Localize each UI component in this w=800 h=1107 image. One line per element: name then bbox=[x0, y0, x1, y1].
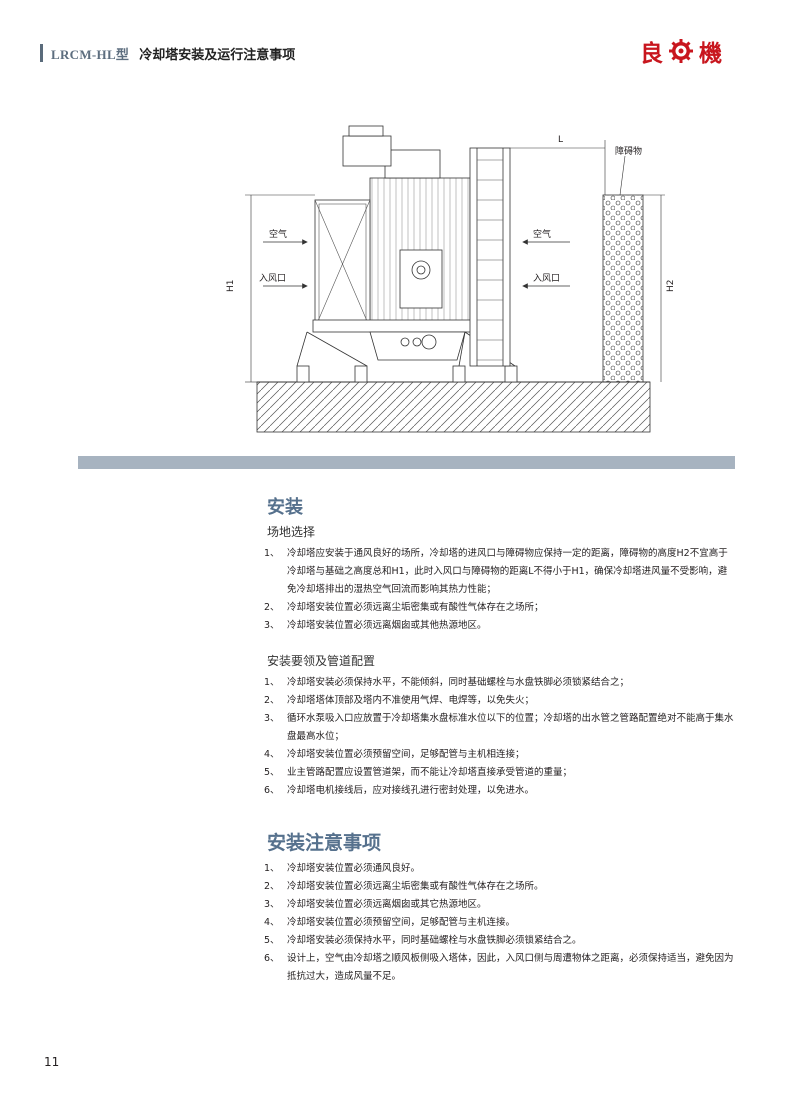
list-item: 1、冷却塔安装位置必须通风良好。 bbox=[264, 860, 734, 878]
list-item: 1、冷却塔应安装于通风良好的场所，冷却塔的进风口与障碍物应保持一定的距离，障碍物… bbox=[264, 545, 734, 599]
item-number: 5、 bbox=[264, 767, 280, 778]
item-text: 业主管路配置应设置管道架，而不能让冷却塔直接承受管道的重量； bbox=[287, 767, 573, 778]
model-label: LRCM-HL型 bbox=[51, 46, 130, 62]
list-item: 2、冷却塔安装位置必须远离尘垢密集或有酸性气体存在之场所； bbox=[264, 599, 734, 617]
item-text: 冷却塔安装必须保持水平，不能倾斜，同时基础螺栓与水盘铁脚必须锁紧结合之； bbox=[287, 677, 630, 688]
obstacle-label: 障碍物 bbox=[615, 145, 642, 157]
airflow-arrows bbox=[263, 239, 570, 289]
cooling-tower bbox=[296, 125, 516, 367]
list-item: 5、业主管路配置应设置管道架，而不能让冷却塔直接承受管道的重量； bbox=[264, 764, 734, 782]
item-number: 2、 bbox=[264, 881, 280, 892]
list-item: 2、冷却塔塔体顶部及塔内不准使用气焊、电焊等，以免失火； bbox=[264, 692, 734, 710]
item-number: 4、 bbox=[264, 749, 280, 760]
page-header: LRCM-HL型 冷却塔安装及运行注意事项 bbox=[40, 42, 295, 64]
item-number: 3、 bbox=[264, 899, 280, 910]
height-h2-label: H2 bbox=[666, 280, 675, 293]
section-divider-band bbox=[78, 456, 735, 469]
notes-list: 1、冷却塔安装位置必须通风良好。2、冷却塔安装位置必须远离尘垢密集或有酸性气体存… bbox=[264, 860, 734, 986]
list-item: 3、循环水泵吸入口应放置于冷却塔集水盘标准水位以下的位置；冷却塔的出水管之管路配… bbox=[264, 710, 734, 746]
obstacle-wall bbox=[602, 194, 644, 383]
item-text: 冷却塔安装位置必须远离烟囱或其他热源地区。 bbox=[287, 620, 487, 631]
logo-left-char: 良 bbox=[640, 41, 663, 67]
gear-logo-icon bbox=[669, 39, 693, 63]
item-number: 2、 bbox=[264, 695, 280, 706]
cooling-tower-installation-diagram: 障碍物 空气 入风口 空气 入风口 L H1 H2 bbox=[226, 125, 675, 433]
notes-title: 安装注意事项 bbox=[267, 832, 382, 854]
item-text: 冷却塔安装位置必须远离烟囱或其它热源地区。 bbox=[287, 899, 487, 910]
distance-l-label: L bbox=[558, 135, 563, 145]
item-text: 冷却塔应安装于通风良好的场所，冷却塔的进风口与障碍物应保持一定的距离，障碍物的高… bbox=[287, 548, 728, 595]
item-number: 6、 bbox=[264, 785, 280, 796]
list-item: 5、冷却塔安装必须保持水平，同时基础螺栓与水盘铁脚必须锁紧结合之。 bbox=[264, 932, 734, 950]
item-number: 3、 bbox=[264, 620, 280, 631]
list-item: 1、冷却塔安装必须保持水平，不能倾斜，同时基础螺栓与水盘铁脚必须锁紧结合之； bbox=[264, 674, 734, 692]
base-pads bbox=[296, 365, 518, 383]
ground-foundation bbox=[256, 381, 651, 433]
item-number: 3、 bbox=[264, 713, 280, 724]
item-text: 冷却塔塔体顶部及塔内不准使用气焊、电焊等，以免失火； bbox=[287, 695, 535, 706]
list-item: 4、冷却塔安装位置必须预留空间，足够配管与主机相连接； bbox=[264, 746, 734, 764]
essentials-list: 1、冷却塔安装必须保持水平，不能倾斜，同时基础螺栓与水盘铁脚必须锁紧结合之；2、… bbox=[264, 674, 734, 800]
header-title: 冷却塔安装及运行注意事项 bbox=[139, 47, 296, 63]
item-text: 循环水泵吸入口应放置于冷却塔集水盘标准水位以下的位置；冷却塔的出水管之管路配置绝… bbox=[287, 713, 734, 742]
air-label-left: 空气 bbox=[269, 228, 287, 240]
list-item: 3、冷却塔安装位置必须远离烟囱或其他热源地区。 bbox=[264, 617, 734, 635]
install-title: 安装 bbox=[267, 497, 303, 518]
item-text: 冷却塔安装位置必须远离尘垢密集或有酸性气体存在之场所； bbox=[287, 602, 544, 613]
site-selection-title: 场地选择 bbox=[267, 525, 316, 539]
logo-right-char: 機 bbox=[699, 41, 722, 67]
item-text: 设计上，空气由冷却塔之顺风板侧吸入塔体，因此，入风口侧与周遭物体之距离，必须保持… bbox=[287, 953, 734, 982]
item-number: 1、 bbox=[264, 863, 280, 874]
item-text: 冷却塔安装位置必须通风良好。 bbox=[287, 863, 421, 874]
inlet-label-right: 入风口 bbox=[533, 273, 560, 284]
item-number: 4、 bbox=[264, 917, 280, 928]
item-number: 1、 bbox=[264, 548, 280, 559]
item-text: 冷却塔安装位置必须预留空间，足够配管与主机连接。 bbox=[287, 917, 516, 928]
item-number: 1、 bbox=[264, 677, 280, 688]
inlet-label-left: 入风口 bbox=[259, 273, 286, 284]
item-number: 6、 bbox=[264, 953, 280, 964]
list-item: 4、冷却塔安装位置必须预留空间，足够配管与主机连接。 bbox=[264, 914, 734, 932]
page-number: 11 bbox=[44, 1055, 60, 1069]
item-text: 冷却塔安装必须保持水平，同时基础螺栓与水盘铁脚必须锁紧结合之。 bbox=[287, 935, 582, 946]
site-selection-list: 1、冷却塔应安装于通风良好的场所，冷却塔的进风口与障碍物应保持一定的距离，障碍物… bbox=[264, 545, 734, 635]
list-item: 2、冷却塔安装位置必须远离尘垢密集或有酸性气体存在之场所。 bbox=[264, 878, 734, 896]
essentials-title: 安装要领及管道配置 bbox=[267, 654, 376, 668]
item-text: 冷却塔电机接线后，应对接线孔进行密封处理，以免进水。 bbox=[287, 785, 535, 796]
brand-logo: 良 機 bbox=[640, 36, 722, 67]
item-number: 2、 bbox=[264, 602, 280, 613]
list-item: 3、冷却塔安装位置必须远离烟囱或其它热源地区。 bbox=[264, 896, 734, 914]
height-h1-label: H1 bbox=[226, 280, 236, 293]
dimension-lines bbox=[245, 140, 665, 383]
item-number: 5、 bbox=[264, 935, 280, 946]
header-accent-bar bbox=[40, 44, 43, 62]
list-item: 6、冷却塔电机接线后，应对接线孔进行密封处理，以免进水。 bbox=[264, 782, 734, 800]
item-text: 冷却塔安装位置必须远离尘垢密集或有酸性气体存在之场所。 bbox=[287, 881, 544, 892]
air-label-right: 空气 bbox=[533, 228, 551, 240]
item-text: 冷却塔安装位置必须预留空间，足够配管与主机相连接； bbox=[287, 749, 525, 760]
list-item: 6、设计上，空气由冷却塔之顺风板侧吸入塔体，因此，入风口侧与周遭物体之距离，必须… bbox=[264, 950, 734, 986]
main-content: 安装 场地选择 1、冷却塔应安装于通风良好的场所，冷却塔的进风口与障碍物应保持一… bbox=[264, 497, 737, 986]
